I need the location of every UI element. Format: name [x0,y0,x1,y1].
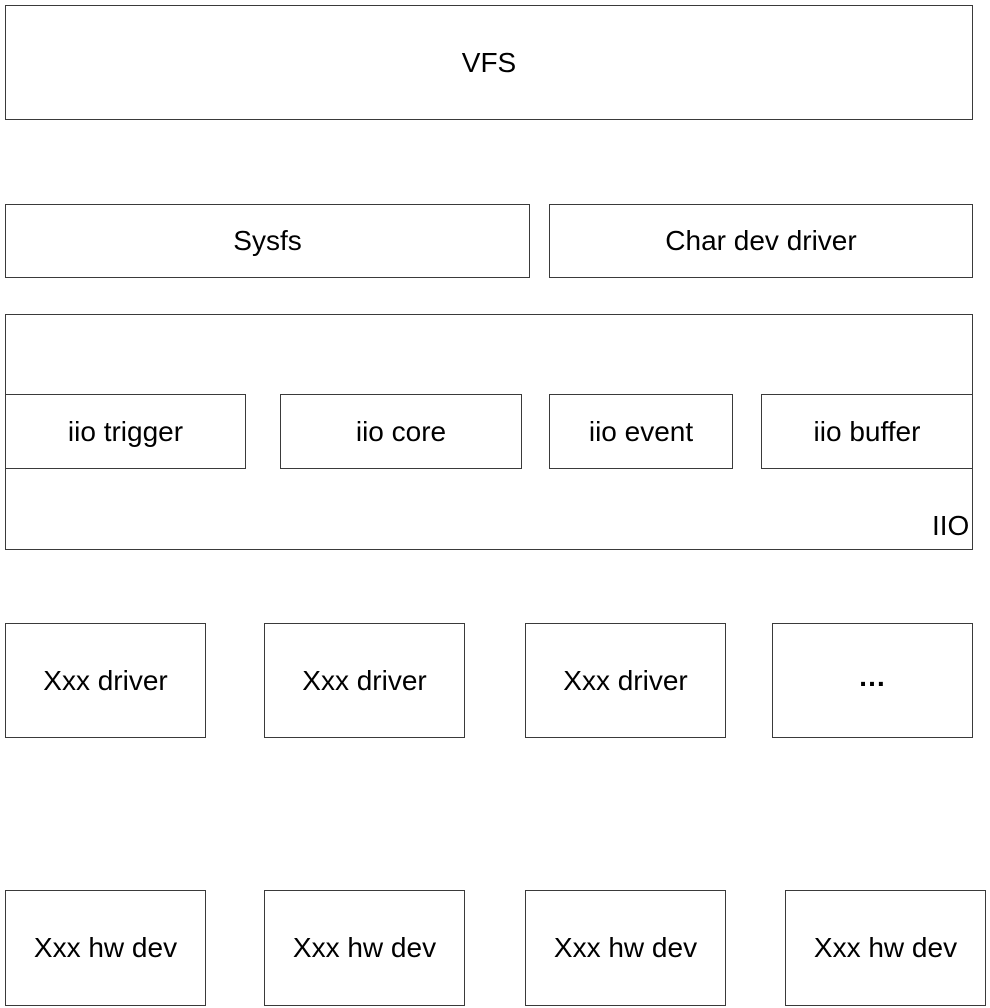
char-dev-driver-box: Char dev driver [549,204,973,278]
iio-event-label: iio event [588,415,694,447]
hw-dev-box: Xxx hw dev [264,890,465,1006]
iio-trigger-box: iio trigger [5,394,246,469]
iio-core-label: iio core [355,415,447,447]
char-dev-driver-label: Char dev driver [665,225,857,256]
more-drivers-box: … [772,623,973,738]
hw-dev-box: Xxx hw dev [5,890,206,1006]
driver-box: Xxx driver [264,623,465,738]
ellipsis-label: … [858,660,887,692]
sysfs-label: Sysfs [233,225,302,256]
iio-buffer-box: iio buffer [761,394,973,469]
sysfs-box: Sysfs [5,204,530,278]
hw-dev-box: Xxx hw dev [525,890,726,1006]
driver-label: Xxx driver [302,664,427,696]
hw-dev-label: Xxx hw dev [33,932,178,963]
hw-dev-label: Xxx hw dev [813,932,958,963]
hw-dev-box: Xxx hw dev [785,890,986,1006]
vfs-label: VFS [461,46,517,78]
driver-label: Xxx driver [563,664,688,696]
iio-trigger-label: iio trigger [67,415,184,447]
iio-buffer-label: iio buffer [813,415,921,447]
hw-dev-label: Xxx hw dev [292,932,437,963]
driver-box: Xxx driver [525,623,726,738]
hw-dev-label: Xxx hw dev [553,932,698,963]
driver-box: Xxx driver [5,623,206,738]
driver-label: Xxx driver [43,664,168,696]
iio-label: IIO [932,510,970,541]
iio-core-box: iio core [280,394,522,469]
iio-event-box: iio event [549,394,733,469]
vfs-box: VFS [5,5,973,120]
